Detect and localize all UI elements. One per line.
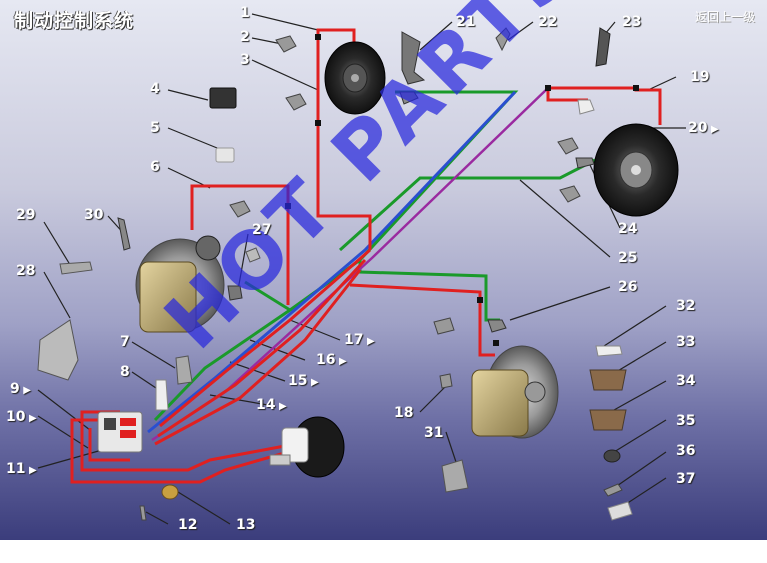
callout-4[interactable]: 4 [150,81,160,97]
callout-5[interactable]: 5 [150,120,160,136]
callout-17[interactable]: 17 [344,333,375,349]
callout-34[interactable]: 34 [676,373,696,389]
callout-37[interactable]: 37 [676,471,696,487]
abs-hydraulic-unit [97,411,143,453]
callout-29[interactable]: 29 [16,207,36,223]
callout-31[interactable]: 31 [424,425,444,441]
callout-10[interactable]: 10 [6,410,37,426]
brake-booster [269,416,345,478]
callout-16[interactable]: 16 [316,353,347,369]
red-brake-lines [70,28,662,484]
small-parts [37,27,633,521]
callout-36[interactable]: 36 [676,443,696,459]
callout-8[interactable]: 8 [120,364,130,380]
callout-9[interactable]: 9 [10,382,31,398]
callout-1[interactable]: 1 [240,5,250,21]
callout-15[interactable]: 15 [288,374,319,390]
rear-disc-assembly-right [593,123,679,217]
callout-35[interactable]: 35 [676,413,696,429]
callout-3[interactable]: 3 [240,52,250,68]
callout-13[interactable]: 13 [236,517,256,533]
callout-12[interactable]: 12 [178,517,198,533]
front-caliper-left [135,235,225,333]
front-caliper-right [471,345,559,439]
back-link[interactable]: 返回上一级 [694,10,755,24]
callout-25[interactable]: 25 [618,250,638,266]
callout-6[interactable]: 6 [150,159,160,175]
rear-brake-drum-left [324,41,386,115]
brake-system-diagram: HOT PARTS 制动控制系统 返回上一级 1 2 3 4 5 6 7 8 9… [0,0,767,540]
callout-33[interactable]: 33 [676,334,696,350]
callout-26[interactable]: 26 [618,279,638,295]
footer-blank [0,540,767,563]
callout-7[interactable]: 7 [120,334,130,350]
callout-18[interactable]: 18 [394,405,414,421]
callout-28[interactable]: 28 [16,263,36,279]
callout-24[interactable]: 24 [618,221,638,237]
callout-11[interactable]: 11 [6,462,37,478]
callout-20[interactable]: 20 [688,121,719,137]
page-title: 制动控制系统 [14,10,135,32]
callout-14[interactable]: 14 [256,398,287,414]
callout-32[interactable]: 32 [676,298,696,314]
callout-21[interactable]: 21 [456,14,476,30]
diagram-canvas [37,13,686,525]
callout-19[interactable]: 19 [690,69,710,85]
blue-brake-lines [147,90,517,434]
callout-27[interactable]: 27 [252,222,272,238]
line-junctions [285,34,639,346]
callout-23[interactable]: 23 [622,14,642,30]
callout-22[interactable]: 22 [538,14,558,30]
callout-30[interactable]: 30 [84,207,104,223]
callout-2[interactable]: 2 [240,29,250,45]
